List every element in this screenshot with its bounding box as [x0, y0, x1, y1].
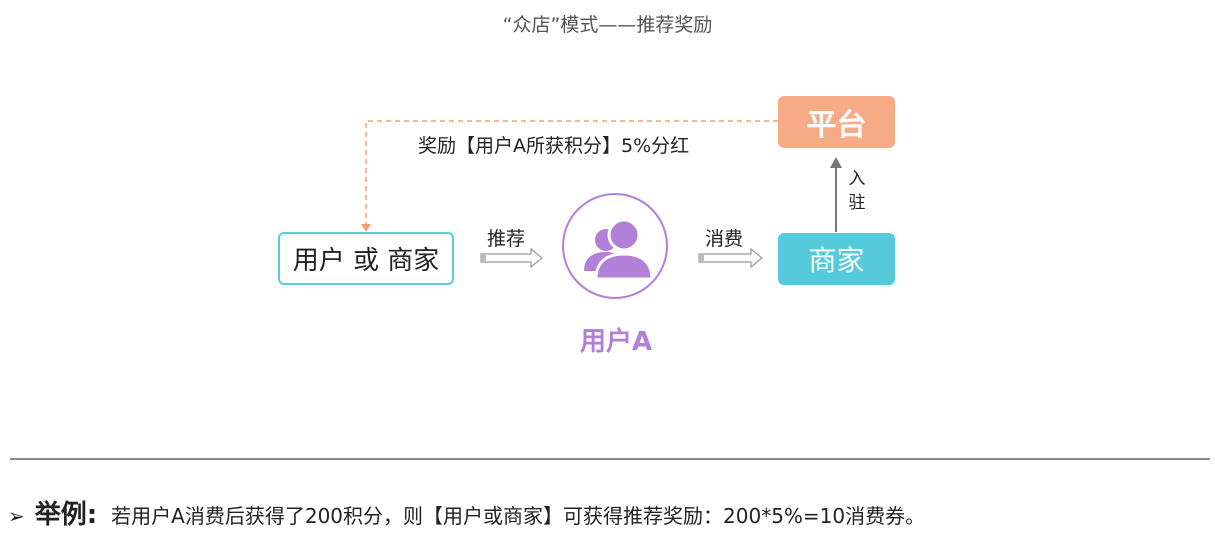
- consume-label: 消费: [705, 228, 744, 250]
- page-title: “众店”模式——推荐奖励: [502, 14, 713, 36]
- merchant-node: 商家: [778, 233, 895, 285]
- user-or-merchant-node: 用户 或 商家: [278, 232, 454, 285]
- user-a-circle: [562, 193, 668, 299]
- reward-arrowhead: [361, 224, 371, 232]
- example-line: ➢ 举例: 若用户A消费后获得了200积分，则【用户或商家】可获得推荐奖励：20…: [8, 494, 925, 531]
- user-a-label: 用户A: [579, 327, 653, 357]
- join-arrowhead: [830, 157, 842, 168]
- reward-label: 奖励【用户A所获积分】5%分红: [418, 135, 690, 157]
- recommend-label: 推荐: [487, 228, 526, 250]
- platform-node: 平台: [778, 96, 895, 148]
- join-label-1: 入: [848, 169, 866, 189]
- join-label-2: 驻: [848, 193, 866, 213]
- recommend-arrow: [480, 247, 543, 269]
- example-label: 举例:: [34, 500, 98, 530]
- pointer-icon: ➢: [8, 504, 25, 528]
- users-icon: [584, 218, 654, 281]
- divider: [10, 458, 1210, 460]
- consume-arrow: [698, 247, 763, 269]
- reward-dashed-line: [365, 120, 778, 226]
- example-text: 若用户A消费后获得了200积分，则【用户或商家】可获得推荐奖励：200*5%=1…: [111, 504, 926, 528]
